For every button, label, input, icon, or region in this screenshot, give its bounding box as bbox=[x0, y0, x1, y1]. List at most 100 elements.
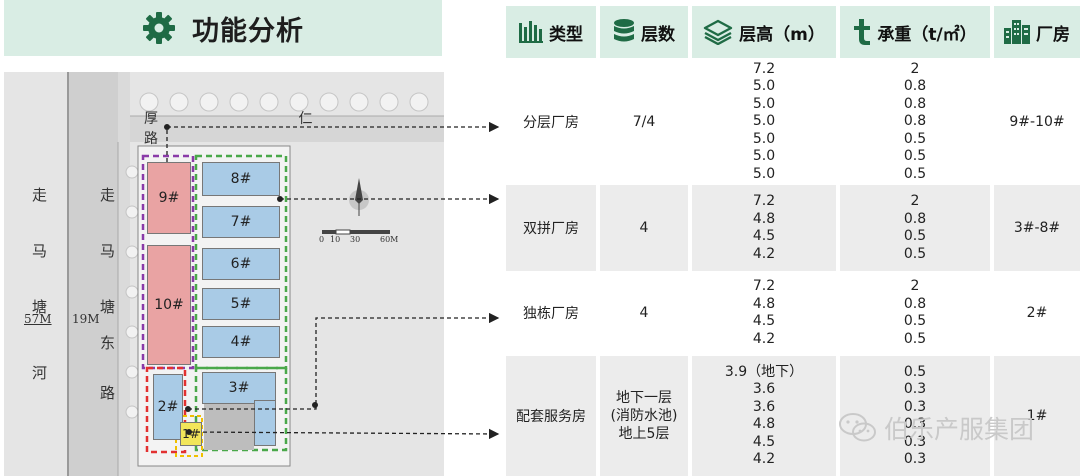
row4-load-3: 0.3 bbox=[903, 398, 927, 415]
header-height-label: 层高（m） bbox=[739, 24, 825, 45]
row2-heights: 7.2 4.8 4.5 4.2 bbox=[692, 185, 836, 271]
row1-load-6: 0.5 bbox=[903, 148, 927, 165]
row3-floors: 4 bbox=[639, 305, 649, 321]
header-building: 厂房 bbox=[994, 6, 1080, 58]
database-icon bbox=[613, 19, 635, 45]
header-load: 承重（t/㎡） bbox=[840, 6, 990, 58]
road-label-top: 厚 仁 路 bbox=[144, 111, 381, 147]
row4-floors-3: 地上5层 bbox=[618, 426, 670, 442]
t-letter-icon bbox=[853, 19, 871, 45]
row1-floors: 7/4 bbox=[632, 114, 656, 130]
row2-load-3: 0.5 bbox=[903, 228, 927, 244]
row1-load-4: 0.8 bbox=[903, 113, 927, 130]
row4-height-2: 3.6 bbox=[752, 381, 776, 397]
road-label-5: 路 bbox=[100, 384, 116, 402]
road-label-1: 走 bbox=[100, 186, 116, 204]
row4-buildings: 1# bbox=[994, 356, 1080, 476]
river-label-4: 河 bbox=[32, 364, 48, 382]
row1-buildings: 9#-10# bbox=[1009, 114, 1065, 130]
row4-floors: 地下一层 (消防水池) 地上5层 bbox=[600, 356, 688, 476]
row1-height-1: 7.2 bbox=[752, 60, 776, 77]
row1-load-1: 2 bbox=[910, 60, 920, 77]
building-3: 3# bbox=[202, 372, 276, 404]
row2-height-2: 4.8 bbox=[752, 210, 776, 227]
row4-height-4: 4.8 bbox=[752, 416, 776, 432]
row1-load-3: 0.8 bbox=[903, 95, 927, 112]
row4-floors-2: (消防水池) bbox=[610, 408, 678, 424]
section-header: 功能分析 bbox=[4, 0, 442, 56]
row1-load-7: 0.5 bbox=[903, 165, 927, 182]
row1-loads: 2 0.8 0.8 0.8 0.5 0.5 0.5 bbox=[840, 60, 990, 182]
building-5: 5# bbox=[202, 288, 280, 320]
river-label-3: 塘 bbox=[32, 298, 48, 316]
layers-icon bbox=[703, 19, 733, 45]
row4-type: 配套服务房 bbox=[506, 356, 596, 476]
header-floors-label: 层数 bbox=[641, 24, 675, 45]
row3-heights: 7.2 4.8 4.5 4.2 bbox=[692, 273, 836, 353]
header-type-label: 类型 bbox=[549, 24, 583, 45]
row3-type: 独栋厂房 bbox=[523, 306, 579, 322]
row1-type: 分层厂房 bbox=[523, 115, 579, 131]
road-label-4: 东 bbox=[100, 334, 116, 352]
row3-height-4: 4.2 bbox=[752, 330, 776, 347]
wechat-icon bbox=[839, 413, 876, 442]
row3-load-2: 0.8 bbox=[903, 295, 927, 312]
row4-height-1: 3.9（地下） bbox=[724, 363, 804, 380]
scale-label-60: 60M bbox=[380, 235, 399, 244]
header-floors: 层数 bbox=[600, 6, 688, 58]
road-width-outer: 57M bbox=[24, 312, 52, 326]
header-load-label: 承重（t/㎡） bbox=[877, 24, 977, 45]
river-label-1: 走 bbox=[32, 186, 48, 204]
row1-height-6: 5.0 bbox=[752, 148, 776, 165]
row2-type: 双拼厂房 bbox=[506, 185, 596, 271]
row2-buildings: 3#-8# bbox=[994, 185, 1080, 271]
row1-load-5: 0.5 bbox=[903, 130, 927, 147]
building-8: 8# bbox=[202, 162, 280, 196]
page-title: 功能分析 bbox=[192, 15, 304, 47]
header-building-label: 厂房 bbox=[1036, 24, 1070, 45]
gear-icon bbox=[143, 12, 175, 44]
row2-loads: 2 0.8 0.5 0.5 bbox=[840, 185, 990, 271]
row1-height-7: 5.0 bbox=[752, 165, 776, 182]
building-3-wing bbox=[254, 400, 276, 446]
row1-height-4: 5.0 bbox=[752, 113, 776, 130]
row2-height-3: 4.5 bbox=[752, 228, 776, 244]
scale-label-10: 10 bbox=[330, 235, 341, 244]
building-4: 4# bbox=[202, 326, 280, 358]
bar-chart-icon bbox=[519, 21, 543, 43]
row4-height-5: 4.5 bbox=[752, 433, 776, 450]
row4-heights: 3.9（地下） 3.6 3.6 4.8 4.5 4.2 bbox=[692, 356, 836, 476]
river-label-2: 马 bbox=[32, 242, 48, 260]
row4-load-5: 0.3 bbox=[903, 433, 927, 450]
building-9: 9# bbox=[147, 162, 191, 234]
row4-loads: 0.5 0.3 0.3 0.3 0.3 0.3 bbox=[840, 356, 990, 476]
building-icon bbox=[1004, 20, 1030, 44]
row2-height-1: 7.2 bbox=[752, 193, 776, 209]
row3-buildings: 2# bbox=[1026, 305, 1048, 321]
road-label-2: 马 bbox=[100, 242, 116, 260]
row4-height-6: 4.2 bbox=[752, 451, 776, 467]
row3-height-1: 7.2 bbox=[752, 278, 776, 294]
row2-load-2: 0.8 bbox=[903, 210, 927, 227]
scale-label-30: 30 bbox=[350, 235, 361, 244]
row1-load-2: 0.8 bbox=[903, 78, 927, 95]
building-7: 7# bbox=[202, 206, 280, 238]
row3-load-3: 0.5 bbox=[903, 313, 927, 329]
building-2: 2# bbox=[153, 374, 183, 440]
row3-loads: 2 0.8 0.5 0.5 bbox=[840, 273, 990, 353]
road-width-inner: 19M bbox=[72, 312, 100, 326]
road-label-3: 塘 bbox=[100, 298, 116, 316]
row1-height-2: 5.0 bbox=[752, 78, 776, 95]
row4-height-3: 3.6 bbox=[752, 398, 776, 415]
building-6: 6# bbox=[202, 248, 280, 280]
header-type: 类型 bbox=[506, 6, 596, 58]
row1-height-5: 5.0 bbox=[752, 130, 776, 147]
watermark: 伯乐产服集团 bbox=[838, 410, 1034, 446]
row2-load-1: 2 bbox=[910, 193, 920, 209]
row1-heights: 7.2 5.0 5.0 5.0 5.0 5.0 5.0 bbox=[692, 60, 836, 182]
function-table: 类型 层数 层高（m） 承重（t/㎡） 厂房 分层厂房 7/4 7.2 5.0 … bbox=[506, 0, 1080, 476]
row4-load-2: 0.3 bbox=[903, 381, 927, 397]
row3-height-3: 4.5 bbox=[752, 313, 776, 329]
row1-height-3: 5.0 bbox=[752, 95, 776, 112]
